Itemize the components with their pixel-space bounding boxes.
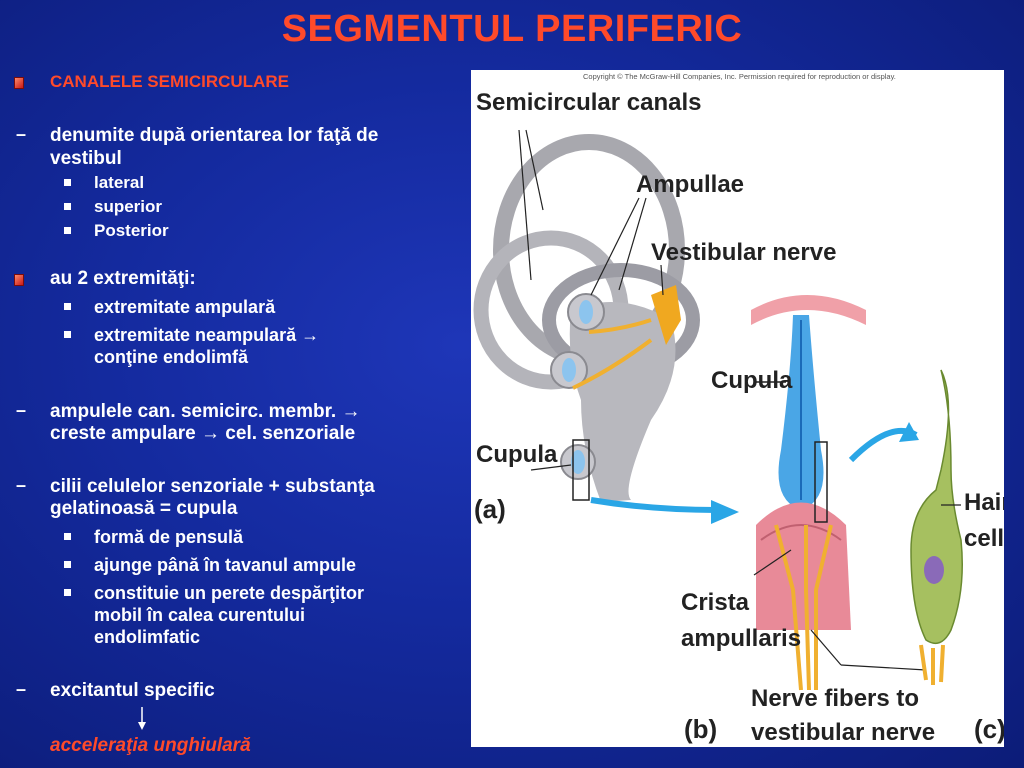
label-panel-a: (a) xyxy=(474,494,506,524)
dash-bullet-icon: – xyxy=(16,400,27,420)
semicircular-canals-figure: Copyright © The McGraw-Hill Companies, I… xyxy=(471,70,1004,747)
label-cupula-a: Cupula xyxy=(476,441,558,468)
sub-bullet-nonampullar-line2: conţine endolimfă xyxy=(94,347,249,367)
dash-bullet-icon: – xyxy=(16,475,27,495)
square-bullet-icon xyxy=(64,227,71,234)
label-vestibular-nerve: Vestibular nerve xyxy=(651,239,836,266)
label-panel-c: (c) xyxy=(974,714,1004,744)
label-crista-line1: Crista xyxy=(681,589,750,616)
red-square-bullet-icon xyxy=(14,274,24,286)
bullet-ampullae-line2: creste ampulare → cel. senzoriale xyxy=(50,423,356,444)
label-cupula-b: Cupula xyxy=(711,367,793,394)
sub-bullet-nonampullar-line1: extremitate neampulară → xyxy=(94,325,320,345)
square-bullet-icon xyxy=(64,203,71,210)
bullet-ampullae-line1: ampulele can. semicirc. membr. → xyxy=(50,401,361,422)
label-semicircular-canals: Semicircular canals xyxy=(476,89,701,116)
square-bullet-icon xyxy=(64,533,71,540)
bullet-orientation-line2: vestibul xyxy=(50,148,122,169)
square-bullet-icon xyxy=(64,303,71,310)
bullet-cilia-line1: cilii celulelor senzoriale + substanţa xyxy=(50,476,375,497)
square-bullet-icon xyxy=(64,331,71,338)
label-nerve-line1: Nerve fibers to xyxy=(751,685,919,712)
label-crista-line2: ampullaris xyxy=(681,625,801,652)
sub-bullet-ampullar: extremitate ampulară xyxy=(94,297,276,317)
dash-bullet-icon: – xyxy=(16,124,27,144)
label-nerve-line2: vestibular nerve xyxy=(751,719,935,746)
square-bullet-icon xyxy=(64,589,71,596)
label-ampullae: Ampullae xyxy=(636,171,744,198)
slide-title: SEGMENTUL PERIFERIC xyxy=(281,8,743,50)
anatomy-illustration: Copyright © The McGraw-Hill Companies, I… xyxy=(473,72,1004,746)
sub-bullet-lateral: lateral xyxy=(94,173,145,192)
arrow-down-icon xyxy=(138,707,146,730)
section-heading: CANALELE SEMICIRCULARE xyxy=(50,72,289,91)
label-panel-b: (b) xyxy=(684,714,717,744)
copyright-notice: Copyright © The McGraw-Hill Companies, I… xyxy=(583,72,896,81)
bullet-cilia-line2: gelatinoasă = cupula xyxy=(50,498,238,519)
conclusion-text: acceleraţia unghiulară xyxy=(50,735,251,756)
panel-b-crista xyxy=(751,295,927,691)
bullet-list: CANALELE SEMICIRCULARE – denumite după o… xyxy=(0,0,470,768)
sub-bullet-wall-line1: constituie un perete despărţitor xyxy=(94,583,365,603)
square-bullet-icon xyxy=(64,561,71,568)
panel-c-hair-cell xyxy=(910,369,963,685)
sub-bullet-superior: superior xyxy=(94,197,163,216)
panel-a-canals xyxy=(473,129,739,524)
square-bullet-icon xyxy=(64,179,71,186)
sub-bullet-brush: formă de pensulă xyxy=(94,527,244,547)
dash-bullet-icon: – xyxy=(16,679,27,699)
bullet-extremities: au 2 extremităţi: xyxy=(50,268,196,289)
sub-bullet-wall-line2: mobil în calea curentului xyxy=(94,605,306,625)
red-square-bullet-icon xyxy=(14,77,24,89)
bullet-orientation-line1: denumite după orientarea lor faţă de xyxy=(50,125,379,146)
label-hair-line1: Hair xyxy=(964,489,1004,516)
bullet-stimulus: excitantul specific xyxy=(50,680,215,701)
sub-bullet-ceiling: ajunge până în tavanul ampule xyxy=(94,555,357,575)
sub-bullet-posterior: Posterior xyxy=(94,221,169,240)
label-hair-line2: cell xyxy=(964,525,1004,552)
sub-bullet-wall-line3: endolimfatic xyxy=(94,627,201,647)
